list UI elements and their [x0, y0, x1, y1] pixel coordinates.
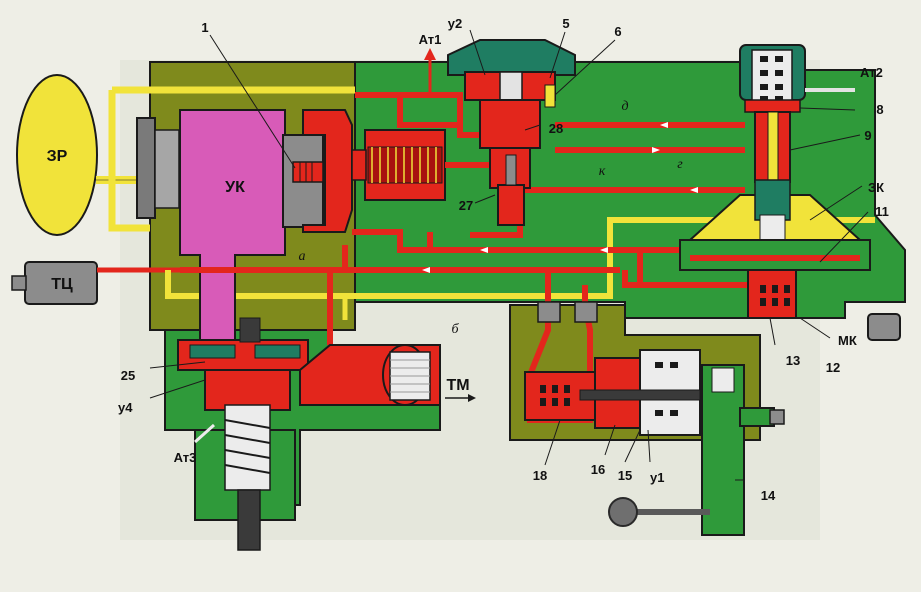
at2-label: Ат2 [860, 65, 883, 80]
u4-label: у4 [118, 400, 133, 415]
label-12: 12 [826, 360, 840, 375]
label-9: 9 [864, 128, 871, 143]
at1-label: Ат1 [419, 32, 442, 47]
label-15: 15 [618, 468, 632, 483]
label-1: 1 [201, 20, 208, 35]
channel-d-label: д [621, 99, 628, 114]
at3-port [193, 423, 216, 444]
label-11: 11 [875, 204, 889, 219]
right-valve-spring [751, 49, 793, 109]
at3-label: Ат3 [174, 450, 197, 465]
mk-chamber [747, 269, 797, 319]
flow-arrows [422, 122, 698, 273]
channel-a-label: а [299, 249, 306, 264]
zr-label: ЗР [47, 148, 68, 165]
bottom-stem [237, 489, 261, 551]
label-6: 6 [614, 24, 621, 39]
top-valve-cap [447, 39, 576, 76]
uk-label: УК [225, 179, 245, 196]
left-nut [136, 117, 156, 219]
valve-1-seat [292, 161, 324, 183]
label-16: 16 [591, 462, 605, 477]
label-14: 14 [761, 488, 776, 503]
label-27: 27 [459, 198, 473, 213]
switch-plug-left [537, 301, 561, 323]
spring-coils [371, 147, 437, 183]
valve-y4-body [204, 369, 291, 411]
switch-plug-right [574, 301, 598, 323]
lever-housing [701, 364, 745, 536]
tc-cylinder-cap [11, 275, 27, 291]
valve-27 [497, 184, 525, 226]
valve-25-top-nut [239, 317, 261, 343]
zk-label: ЗК [868, 180, 884, 195]
zr-reservoir [16, 74, 98, 236]
channel-g-label: г [677, 157, 683, 172]
label-28: 28 [549, 121, 563, 136]
label-5: 5 [562, 16, 569, 31]
left-nut-inner [154, 129, 180, 209]
label-18: 18 [533, 468, 547, 483]
lever-bolt [769, 409, 785, 425]
valve-1-red-cover [302, 109, 353, 233]
label-25: 25 [121, 368, 135, 383]
channel-b-label: б [451, 322, 459, 337]
lever-bracket [739, 407, 775, 427]
u2-label: у2 [448, 16, 462, 31]
bottom-spring [224, 404, 271, 491]
label-13: 13 [786, 353, 800, 368]
switch-rod [579, 389, 701, 401]
leader-lines [149, 29, 869, 481]
top-valve-middle [479, 99, 541, 149]
lever-knob [608, 497, 638, 527]
yellow-pipe-b [165, 217, 745, 299]
channel-k-label: к [599, 164, 606, 179]
tc-label: ТЦ [51, 276, 73, 293]
tm-label: ТМ [446, 377, 469, 394]
u1-label: у1 [650, 470, 664, 485]
label-8: 8 [876, 102, 883, 117]
yellow-pipe-zr-left [108, 90, 150, 232]
mk-label: МК [838, 333, 857, 348]
right-bolt [867, 313, 901, 341]
at1-arrow-head [424, 48, 436, 60]
